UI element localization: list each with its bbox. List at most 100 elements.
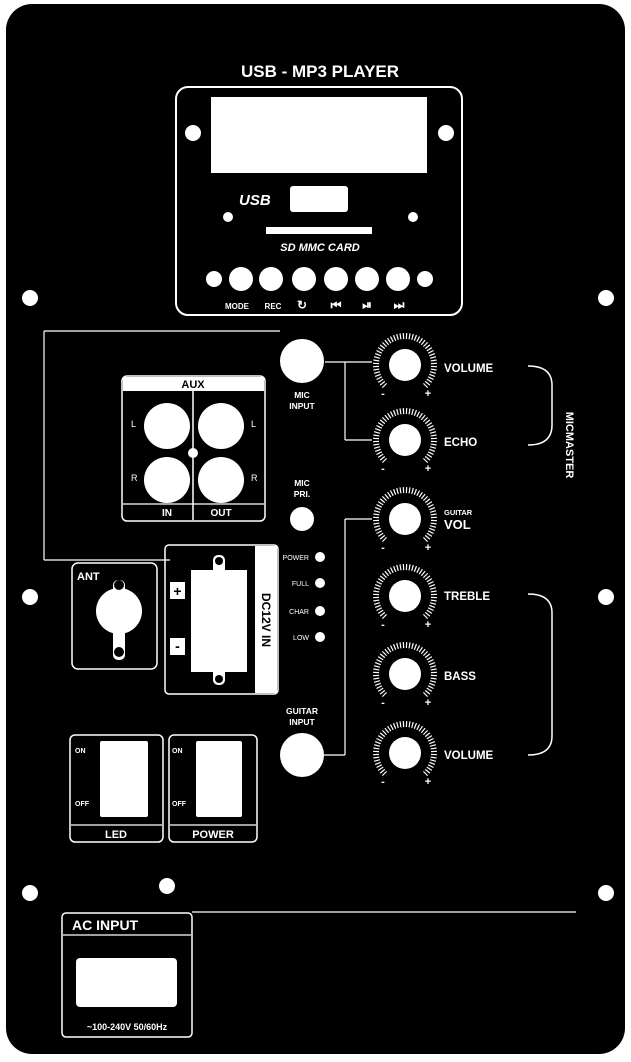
mic-pri-label-2: PRI. (294, 489, 311, 499)
knob-plus: + (425, 542, 431, 554)
guitar-vol-label: VOL (444, 517, 471, 532)
mic-pri-label-1: MIC (294, 478, 310, 488)
mp3-display (211, 97, 427, 173)
power-switch-off: OFF (172, 801, 187, 808)
knob-cap[interactable] (389, 737, 421, 769)
knob-plus: + (425, 697, 431, 709)
aux-in-label: IN (162, 508, 172, 519)
aux-out-right-jack[interactable] (198, 457, 244, 503)
guitar-input-label-1: GUITAR (286, 706, 318, 716)
usb-label: USB (239, 192, 271, 209)
mic-volume-label: VOLUME (444, 363, 494, 375)
mic-input-label-2: INPUT (289, 401, 315, 411)
guitar-small-label: GUITAR (444, 508, 473, 517)
led-indicator (315, 606, 325, 616)
knob-minus: - (381, 463, 385, 475)
knob-cap[interactable] (389, 503, 421, 535)
mounting-hole (22, 589, 38, 605)
sd-card-slot[interactable] (266, 227, 372, 234)
knob-minus: - (381, 776, 385, 788)
dc-label: DC12V IN (259, 593, 273, 647)
mp3-button[interactable] (259, 267, 283, 291)
mic-pri-button[interactable] (290, 507, 314, 531)
mounting-hole (598, 589, 614, 605)
mp3-button[interactable] (229, 267, 253, 291)
knob-cap[interactable] (389, 580, 421, 612)
guitar-input-jack[interactable] (280, 733, 324, 777)
ac-socket[interactable] (76, 958, 177, 1007)
mp3-button[interactable] (355, 267, 379, 291)
antenna-label: ANT (77, 571, 100, 583)
aux-out-left-label: L (251, 419, 256, 429)
led-switch-off: OFF (75, 801, 90, 808)
led-switch-on: ON (75, 748, 86, 755)
usb-port[interactable] (290, 186, 348, 212)
mp3-button[interactable] (386, 267, 410, 291)
aux-out-right-label: R (251, 473, 258, 483)
mp3-button-label: ⏮ (331, 298, 342, 312)
dc-connector[interactable] (191, 570, 247, 672)
aux-in-right-jack[interactable] (144, 457, 190, 503)
mp3-screw (438, 125, 454, 141)
echo-label: ECHO (444, 437, 477, 449)
guitar-input-label-2: INPUT (289, 717, 315, 727)
led-label: LOW (293, 635, 309, 642)
aux-in-left-jack[interactable] (144, 403, 190, 449)
led-rocker-switch[interactable] (100, 741, 148, 817)
mp3-button-label: ⏭ (394, 298, 405, 312)
mounting-hole (22, 290, 38, 306)
ac-title: AC INPUT (72, 917, 139, 933)
mounting-hole (22, 885, 38, 901)
mp3-button[interactable] (324, 267, 348, 291)
led-label: POWER (283, 555, 309, 562)
ac-rating: ~100-240V 50/60Hz (87, 1022, 168, 1032)
mic-input-label-1: MIC (294, 390, 310, 400)
mp3-title: USB - MP3 PLAYER (241, 62, 399, 81)
mp3-button-label: ↻ (297, 298, 307, 312)
aux-out-label: OUT (210, 508, 231, 519)
dc-minus: - (175, 638, 180, 654)
mounting-hole (598, 290, 614, 306)
power-switch-on: ON (172, 748, 183, 755)
mp3-button-label: ⏯ (362, 298, 372, 312)
dc-plus: + (173, 583, 181, 599)
aux-in-left-label: L (131, 419, 136, 429)
led-indicator (315, 632, 325, 642)
card-label: SD MMC CARD (280, 242, 359, 254)
knob-cap[interactable] (389, 424, 421, 456)
led-indicator (315, 578, 325, 588)
power-rocker-switch[interactable] (196, 741, 242, 817)
aux-out-left-jack[interactable] (198, 403, 244, 449)
aux-title: AUX (181, 379, 205, 391)
mp3-button-label: MODE (225, 302, 250, 311)
knob-cap[interactable] (389, 349, 421, 381)
knob-plus: + (425, 388, 431, 400)
mic-input-jack[interactable] (280, 339, 324, 383)
knob-minus: - (381, 697, 385, 709)
treble-label: TREBLE (444, 591, 490, 603)
mp3-indicator (223, 212, 233, 222)
aux-center-dot (188, 448, 198, 458)
mp3-screw (185, 125, 201, 141)
led-indicator (315, 552, 325, 562)
mp3-button[interactable] (292, 267, 316, 291)
led-label: CHAR (289, 609, 309, 616)
mp3-screw (206, 271, 222, 287)
knob-plus: + (425, 619, 431, 631)
knob-cap[interactable] (389, 658, 421, 690)
antenna-socket[interactable] (96, 588, 142, 634)
micmaster-label: MICMASTER (563, 412, 575, 479)
bass-label: BASS (444, 671, 476, 683)
knob-minus: - (381, 388, 385, 400)
mounting-hole (598, 885, 614, 901)
mp3-screw (417, 271, 433, 287)
aux-in-right-label: R (131, 473, 138, 483)
mp3-indicator (408, 212, 418, 222)
knob-plus: + (425, 776, 431, 788)
mounting-hole (159, 878, 175, 894)
knob-minus: - (381, 542, 385, 554)
led-label: FULL (292, 581, 309, 588)
power-switch-label: POWER (192, 829, 234, 841)
